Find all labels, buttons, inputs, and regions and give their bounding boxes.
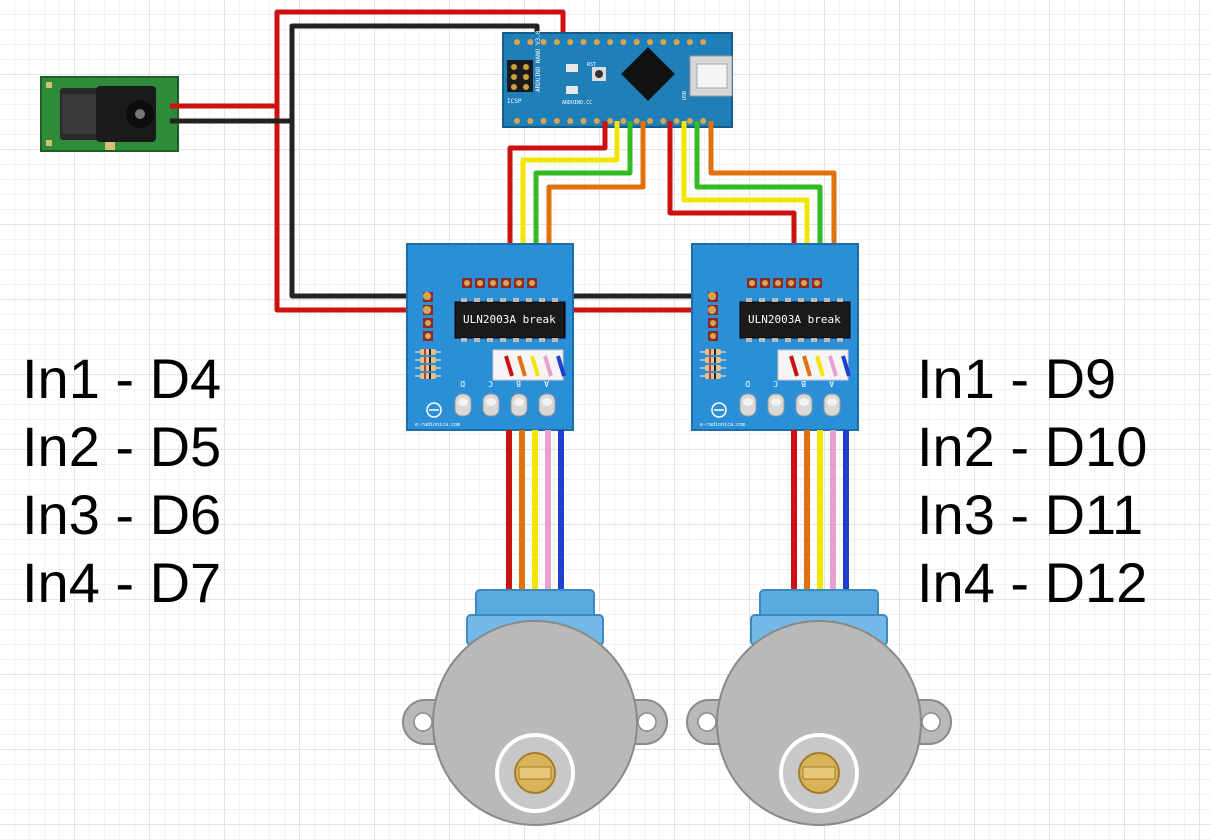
- nano-pin: [620, 118, 627, 124]
- driver-input-pin: [516, 280, 522, 286]
- wire-right-in2: [681, 121, 810, 283]
- wire-left-in2: [520, 121, 620, 283]
- nano-top-pin-row: [514, 39, 707, 45]
- driver-input-pin: [477, 280, 483, 286]
- driver-led-label: D: [460, 379, 465, 388]
- wire-junction: [423, 292, 431, 300]
- arduino-nano: ICSP RST USB ARDUINO NANO V3.0 ARDUINO.C…: [502, 30, 733, 128]
- nano-pin: [540, 39, 547, 45]
- nano-pin: [700, 39, 707, 45]
- nano-pin: [567, 118, 574, 124]
- driver-input-pin: [801, 280, 807, 286]
- driver-led-label: B: [801, 379, 806, 388]
- nano-pin: [540, 118, 547, 124]
- driver-brand: e-radionica.com: [700, 422, 745, 428]
- driver-input-pin: [529, 280, 535, 286]
- nano-pin: [514, 39, 520, 45]
- icsp-label: ICSP: [507, 98, 522, 105]
- pin-map-left: In1 - D4 In2 - D5 In3 - D6 In4 - D7: [22, 345, 221, 617]
- nano-pin: [633, 118, 640, 124]
- driver-led-label: C: [488, 379, 493, 388]
- nano-pin: [553, 118, 560, 124]
- pin-map-right-in2: In2 - D10: [917, 415, 1148, 478]
- motor-cable-right: [791, 430, 849, 592]
- nano-pin: [527, 118, 534, 124]
- nano-pin: [553, 39, 560, 45]
- driver-input-pin: [814, 280, 820, 286]
- nano-pin: [593, 39, 600, 45]
- stepper-motor-right: [686, 589, 952, 826]
- nano-pin: [633, 39, 640, 45]
- driver-chip-label: ULN2003A break: [463, 313, 556, 326]
- dc-power-jack: [40, 76, 179, 152]
- driver-led-label: B: [516, 379, 521, 388]
- wire-left-in3: [533, 121, 633, 283]
- driver-led-label: C: [773, 379, 778, 388]
- nano-pin: [673, 39, 680, 45]
- pin-map-left-in2: In2 - D5: [22, 415, 222, 478]
- nano-pin: [647, 39, 653, 45]
- motor-cable-left: [506, 430, 564, 592]
- driver-input-pin: [490, 280, 496, 286]
- nano-pin: [660, 118, 667, 124]
- pin-map-left-in3: In3 - D6: [22, 483, 222, 546]
- usb-label: USB: [682, 91, 688, 100]
- nano-pin: [647, 118, 653, 124]
- driver-input-pin: [762, 280, 768, 286]
- driver-input-pin: [788, 280, 794, 286]
- pin-map-right-in4: In4 - D12: [917, 551, 1148, 614]
- wire-right-in3: [694, 121, 823, 283]
- wire-red-5v: [170, 9, 566, 109]
- pin-map-right-in1: In1 - D9: [917, 347, 1117, 410]
- nano-pin: [514, 118, 520, 124]
- nano-pin: [686, 39, 693, 45]
- driver-input-pin: [503, 280, 509, 286]
- driver-input-pin: [775, 280, 781, 286]
- driver-led-label: A: [829, 379, 834, 388]
- nano-pin: [580, 118, 587, 124]
- driver-chip-label: ULN2003A break: [748, 313, 841, 326]
- wire-right-in4: [708, 121, 837, 283]
- nano-pin: [607, 39, 614, 45]
- pin-map-left-in4: In4 - D7: [22, 551, 222, 614]
- nano-pin: [673, 118, 680, 124]
- wire-left-in4: [546, 121, 646, 283]
- wire-black-gnd: [170, 23, 540, 124]
- pin-map-right-in3: In3 - D11: [917, 483, 1144, 546]
- nano-pin: [620, 39, 627, 45]
- pin-map-left-in1: In1 - D4: [22, 347, 222, 410]
- driver-input-pin: [464, 280, 470, 286]
- nano-pin: [527, 39, 534, 45]
- nano-title: ARDUINO NANO V3.0: [535, 30, 542, 92]
- wire-junction: [708, 306, 716, 314]
- nano-bottom-pin-row: [514, 118, 707, 124]
- wire-left-in1: [507, 121, 608, 283]
- stepper-motor-left: [402, 589, 668, 826]
- nano-pin: [607, 118, 614, 124]
- nano-pin: [686, 118, 693, 124]
- rst-label: RST: [587, 62, 596, 68]
- driver-led-label: A: [544, 379, 549, 388]
- signal-wires-left: [507, 121, 646, 283]
- nano-brand: ARDUINO.CC: [562, 100, 592, 106]
- wire-junction: [423, 306, 431, 314]
- nano-pin: [580, 39, 587, 45]
- pin-map-right: In1 - D9 In2 - D10 In3 - D11 In4 - D12: [917, 345, 1147, 617]
- wire-junction: [708, 292, 716, 300]
- driver-brand: e-radionica.com: [415, 422, 460, 428]
- nano-pin: [700, 118, 707, 124]
- nano-pin: [593, 118, 600, 124]
- nano-pin: [660, 39, 667, 45]
- driver-input-pin: [749, 280, 755, 286]
- driver-led-label: D: [745, 379, 750, 388]
- nano-pin: [567, 39, 574, 45]
